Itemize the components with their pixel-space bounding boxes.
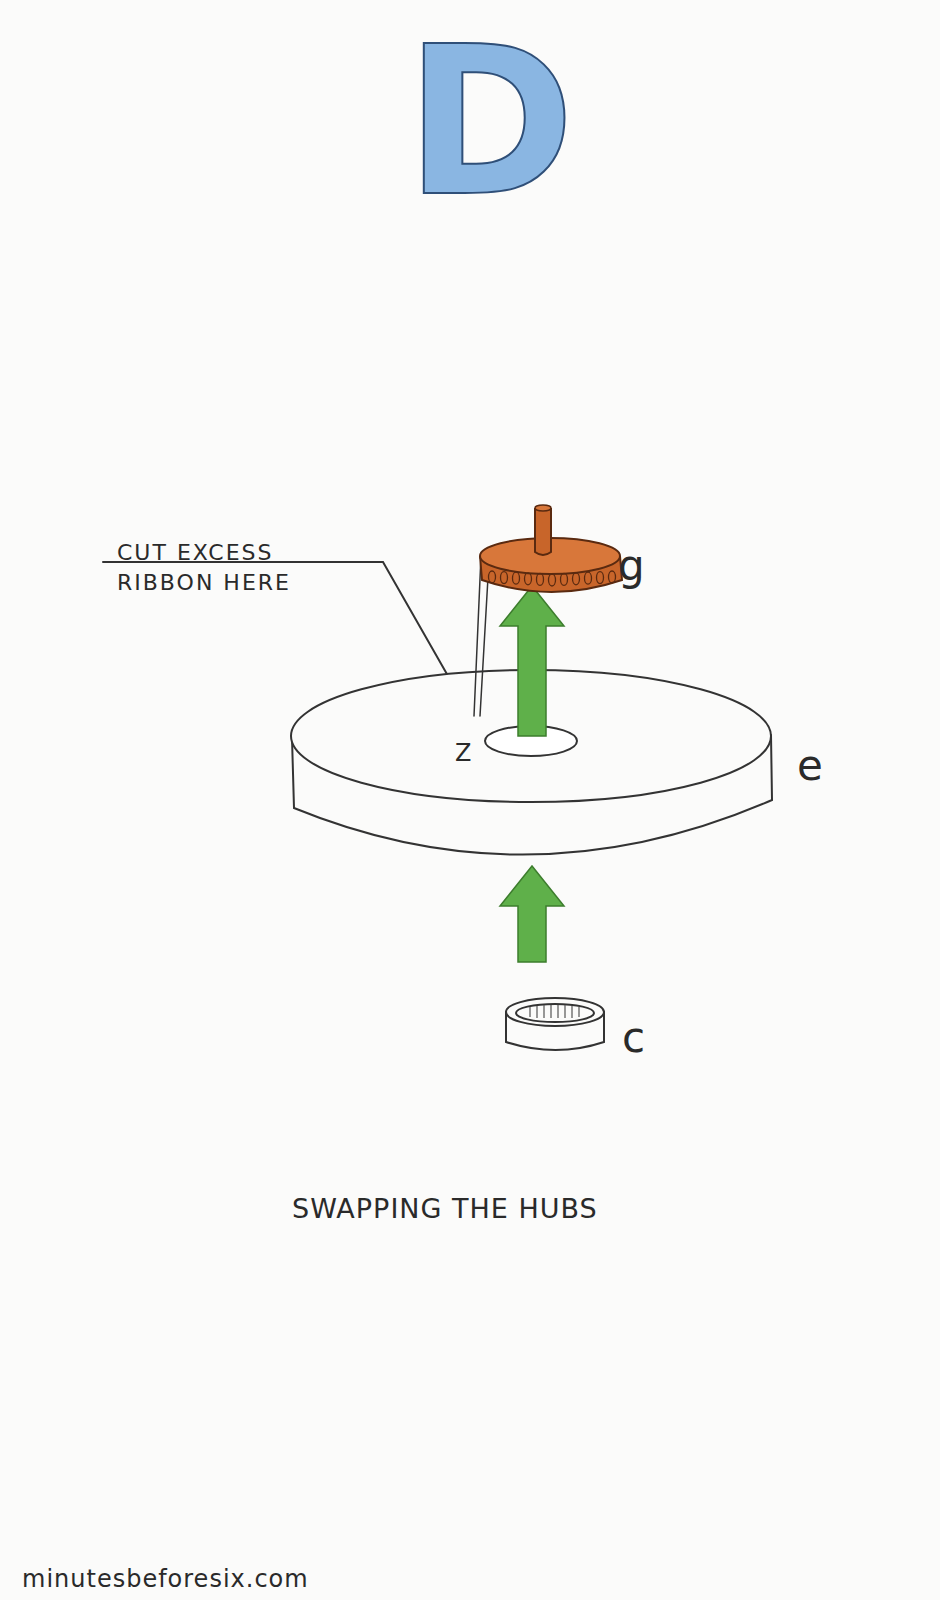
- up-arrow: [500, 586, 564, 736]
- up-arrow: [500, 866, 564, 962]
- hub-tooth: [549, 574, 556, 586]
- hub-tooth: [513, 572, 520, 584]
- hub-tooth: [585, 572, 592, 584]
- part-letter: c: [622, 1012, 645, 1065]
- hub-tooth: [525, 573, 532, 585]
- hub-tooth: [501, 572, 508, 584]
- part-letter: e: [797, 740, 823, 793]
- hub-g: [480, 505, 622, 592]
- hub-g-teeth: [489, 571, 616, 586]
- callout-note: CUT EXCESS RIBBON HERE: [117, 538, 327, 597]
- watermark: minutesbeforesix.com: [22, 1564, 309, 1594]
- hub-tooth: [597, 572, 604, 584]
- hub-c-inner: [516, 1004, 594, 1022]
- hub-tooth: [609, 571, 616, 583]
- hub-tooth: [489, 571, 496, 583]
- hub-c-top: [506, 998, 604, 1026]
- hub-tooth: [537, 573, 544, 585]
- hub-c-ribs: [530, 1005, 579, 1018]
- hub-tooth: [561, 573, 568, 585]
- page-letter: D: [405, 20, 575, 225]
- hub-tooth: [573, 573, 580, 585]
- caption: SWAPPING THE HUBS: [292, 1192, 598, 1226]
- point-letter: Z: [455, 738, 471, 768]
- part-letter: g: [618, 540, 645, 593]
